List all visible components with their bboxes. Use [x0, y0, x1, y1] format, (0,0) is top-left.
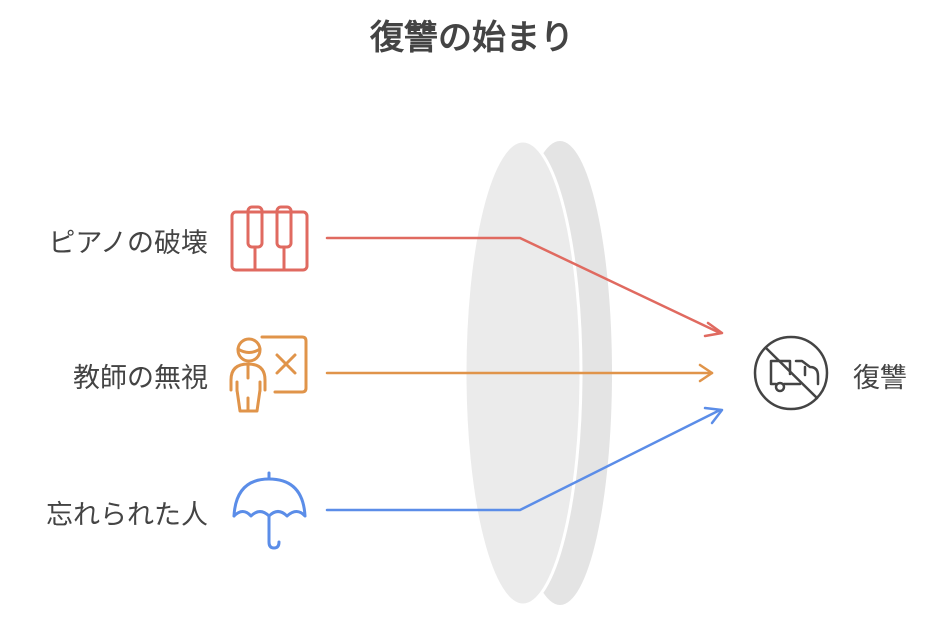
- piano-icon: [230, 205, 309, 272]
- arrow-forgotten: [325, 408, 722, 512]
- umbrella-icon: [232, 471, 307, 550]
- arrow-piano: [325, 236, 722, 335]
- no-truck-icon: [753, 335, 829, 411]
- teacher-icon: [229, 335, 308, 413]
- arrowhead-teacher: [698, 363, 714, 383]
- diagram-title: 復讐の始まり: [370, 18, 574, 58]
- output-label: 復讐: [853, 363, 907, 394]
- input-label-forgotten: 忘れられた人: [46, 500, 208, 531]
- arrowhead-piano: [703, 321, 724, 338]
- input-label-teacher: 教師の無視: [73, 363, 208, 394]
- input-label-piano: ピアノの破壊: [48, 228, 208, 259]
- arrowhead-forgotten: [703, 406, 724, 425]
